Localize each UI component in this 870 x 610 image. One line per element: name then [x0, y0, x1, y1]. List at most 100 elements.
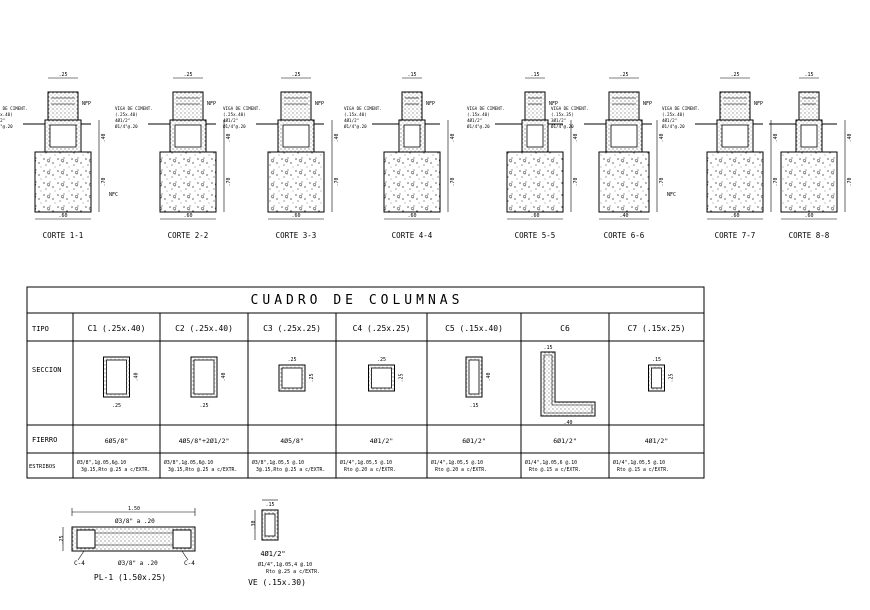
section-dim-footing: .70: [847, 177, 853, 186]
section-wall: [798, 91, 820, 121]
table-title: CUADRO DE COLUMNAS: [251, 293, 464, 308]
section-note: VIGA DE CIMENT.: [551, 106, 589, 111]
section-dim-beam: .40: [334, 133, 340, 142]
ve-detail: [254, 499, 279, 541]
column-estribos-2: 3@.15,Rto @.25 a c/EXTR.: [81, 467, 150, 473]
section-dim-bottom: .60: [183, 213, 192, 219]
section-wall: [280, 91, 312, 121]
footing: [159, 151, 217, 213]
section-nfp: NFP: [643, 101, 652, 107]
row-label-tipo: TIPO: [32, 325, 49, 333]
section-dim-beam: .40: [450, 133, 456, 142]
section-wall: [524, 91, 546, 121]
section-note: 4Ø1/2": [467, 118, 482, 123]
column-stirrup: [371, 367, 392, 389]
column-stirrup: [651, 367, 662, 389]
ve-dim-top: .15: [265, 502, 274, 508]
column-dim-b: .40: [563, 420, 572, 426]
column-estribos-2: Rto @.20 a c/EXTR.: [344, 467, 396, 473]
footing: [598, 151, 650, 213]
section-wall: [608, 91, 640, 121]
section-note: Ø1/4"@.20: [551, 124, 574, 129]
section-note: VIGA DE CIMENT.: [344, 106, 382, 111]
column-fierro: 4Ø1/2": [370, 437, 393, 445]
section-note: Ø1/4"@.20: [467, 124, 490, 129]
section-dim-footing: .70: [334, 177, 340, 186]
section-note: (.25x.40): [662, 112, 685, 117]
table-column-4: C4 (.25x.25)4Ø1/2"Ø1/4",1@.05,5 @.10Rto …: [340, 313, 428, 478]
section-wall: [719, 91, 751, 121]
section-nfp: NFP: [315, 101, 324, 107]
column-estribos-2: Rto @.15 a c/EXTR.: [529, 467, 581, 473]
ve-estribos-2: Rto @.25 a c/EXTR.: [266, 569, 320, 575]
column-fierro: 6Ø1/2": [553, 437, 576, 445]
section-nfp: NFP: [549, 101, 558, 107]
beam-stirrup: [800, 124, 818, 148]
beam-stirrup: [610, 124, 638, 148]
section-nfc: NFC: [109, 192, 118, 198]
footing: [706, 151, 764, 213]
plate-tag-right: C-4: [184, 560, 195, 567]
beam-stirrup: [403, 124, 421, 148]
column-stirrup: [543, 354, 593, 414]
section-dim-beam: .40: [226, 133, 232, 142]
section-dim-top: .15: [804, 72, 813, 78]
column-dim-a: .25: [199, 403, 208, 409]
column-stirrup: [193, 359, 215, 395]
beam-stirrup: [49, 124, 77, 148]
section-note: Ø1/4"@.20: [223, 124, 246, 129]
column-tipo: C6: [560, 324, 570, 333]
section-dim-bottom: .60: [407, 213, 416, 219]
section-note: 3Ø1/2": [551, 118, 566, 123]
column-fierro: 4Ø5/8": [280, 437, 303, 445]
table-column-2: C2 (.25x.40)4Ø5/8"+2Ø1/2"Ø3/8",1@.05,6@.…: [164, 313, 249, 478]
column-estribos-1: Ø1/4",1@.05,5 @.10: [340, 459, 392, 466]
column-tipo: C7 (.15x.25): [628, 324, 686, 333]
column-estribos-1: Ø3/8",1@.05,5 @.10: [252, 459, 304, 466]
section-dim-beam: .40: [659, 133, 665, 142]
column-dim-a: .25: [377, 357, 386, 363]
section-nfp: NFP: [82, 101, 91, 107]
section-wall: [172, 91, 204, 121]
column-tipo: C3 (.25x.25): [263, 324, 321, 333]
column-estribos-1: Ø1/4",1@.05,5 @.10: [431, 459, 483, 466]
column-dim-a: .15: [543, 345, 552, 351]
section-note: 4Ø1/2": [344, 118, 359, 123]
section-note: 4Ø1/2": [223, 118, 238, 123]
section-dim-footing: .70: [573, 177, 579, 186]
table-column-1: C1 (.25x.40) 6Ø5/8" Ø3/8",1@.05,6@.103@.15…: [77, 313, 161, 478]
beam-stirrup: [174, 124, 202, 148]
column-tipo: C1 (.25x.40): [88, 324, 146, 333]
section-note: (.15x.40): [344, 112, 367, 117]
section-note: Ø1/4"@.20: [662, 124, 685, 129]
section-label: CORTE 7-7: [715, 231, 756, 240]
section-note: VIGA DE CIMENT.: [467, 106, 505, 111]
section-dim-top: .25: [291, 72, 300, 78]
section-note: VIGA DE CIMENT.: [0, 106, 28, 111]
section-dim-bottom: .60: [58, 213, 67, 219]
column-dim-a: .15: [652, 357, 661, 363]
beam-stirrup: [721, 124, 749, 148]
section-dim-top: .15: [407, 72, 416, 78]
column-fierro: 6Ø5/8": [105, 437, 128, 445]
section-dim-footing: .70: [450, 177, 456, 186]
column-estribos-1: Ø3/8",1@.05,6@.10: [77, 459, 126, 466]
section-wall: [401, 91, 423, 121]
column-estribos-2: Rto @.20 a c/EXTR.: [435, 467, 487, 473]
section-note: Ø1/4"@.20: [344, 124, 367, 129]
column-dim-b: .40: [221, 372, 227, 381]
foundation-sections: .25 .60 .40 .70 NFP NFC VIGA DE CIMENT. (.25x.4…: [0, 72, 853, 240]
section-note: (.15x.35): [551, 112, 574, 117]
table-column-7: C7 (.15x.25)4Ø1/2"Ø1/4",1@.05,5 @.10Rto …: [613, 313, 705, 478]
section-note: (.25x.40): [223, 112, 246, 117]
ve-fierro: 4Ø1/2": [260, 550, 285, 558]
column-tipo: C2 (.25x.40): [175, 324, 233, 333]
section-dim-top: .25: [730, 72, 739, 78]
section-dim-bottom: .60: [291, 213, 300, 219]
section-dim-beam: .40: [573, 133, 579, 142]
